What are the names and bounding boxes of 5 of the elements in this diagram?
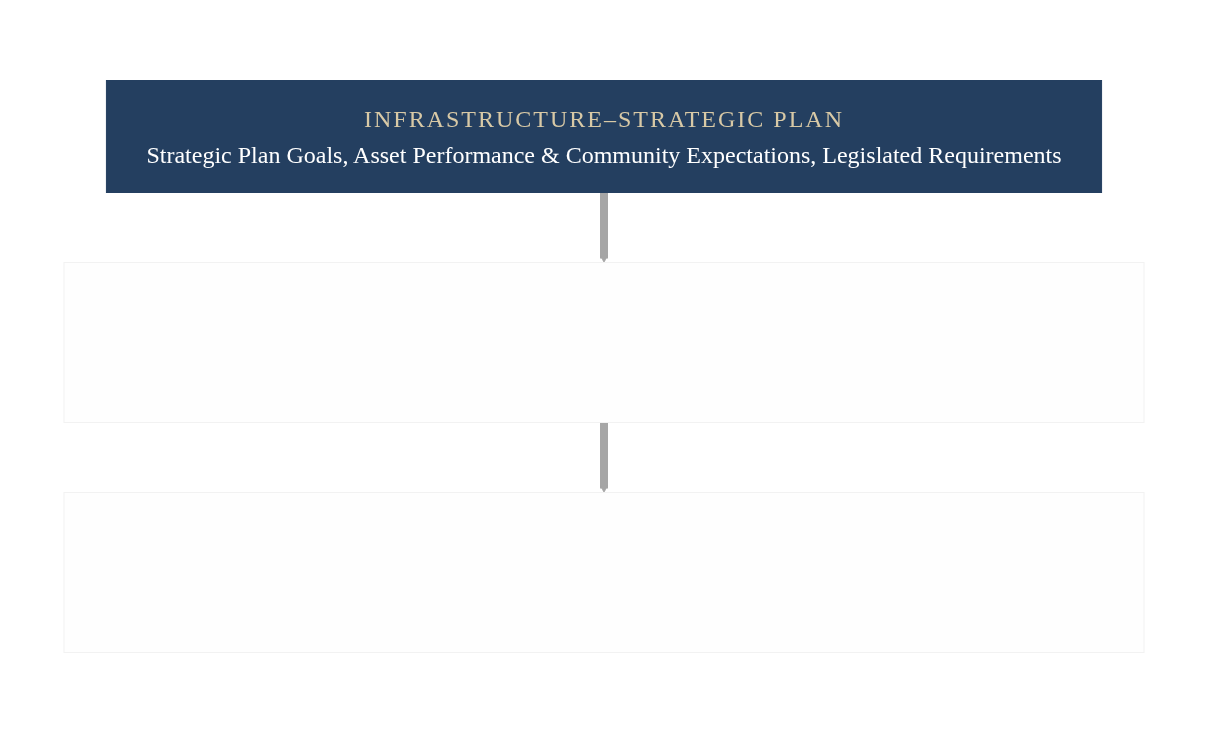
arrow xyxy=(599,422,608,493)
arrow xyxy=(599,192,608,263)
node-box xyxy=(63,492,1144,653)
node-box: INFRASTRUCTURE–STRATEGIC PLAN Strategic Plan Goals, Asset Performance & Community Expectations, Legislated Requirements xyxy=(105,80,1102,193)
node-box xyxy=(63,262,1144,423)
